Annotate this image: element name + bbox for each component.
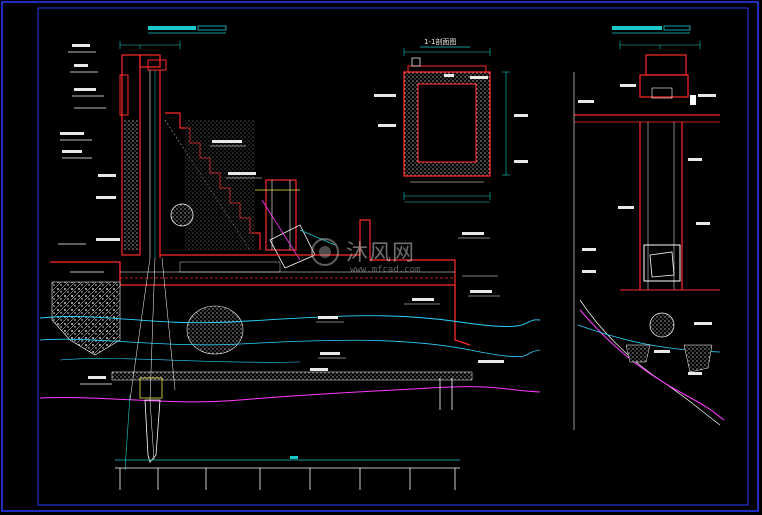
main-slab	[50, 219, 471, 346]
watermark-logo-text: 沐风网	[346, 241, 415, 266]
watermark-logo-icon	[311, 238, 339, 266]
foundation-base	[111, 371, 473, 471]
side-column-structure	[573, 54, 720, 430]
section-1-1-annotations	[374, 76, 528, 163]
gate-structure	[255, 179, 336, 269]
left-annotation-marks	[58, 44, 120, 385]
box-culvert-section	[403, 57, 491, 183]
section-1-1-view: 1-1剖面图	[374, 37, 528, 203]
pipe-section-circle	[170, 203, 194, 227]
retaining-wall	[119, 54, 167, 258]
main-section-title	[148, 25, 227, 34]
section-1-1-title-text: 1-1剖面图	[424, 37, 456, 46]
side-top-dims	[619, 41, 701, 49]
watermark-url: www.mfcad.com	[350, 265, 420, 275]
watermark: 沐风网 www.mfcad.com	[311, 238, 420, 275]
section-1-1-dims	[403, 48, 510, 203]
top-dimension-marks	[119, 41, 181, 49]
ground-line	[39, 386, 541, 403]
section-1-1-title: 1-1剖面图	[420, 37, 470, 48]
leader-lines	[129, 257, 176, 401]
main-section-view	[39, 25, 541, 490]
side-lower-slope	[577, 289, 725, 426]
side-section-title	[612, 25, 691, 34]
side-annotations	[578, 84, 716, 375]
side-riprap-circle	[649, 312, 675, 338]
bottom-axis	[115, 456, 460, 490]
main-right-annotation-marks	[210, 140, 504, 371]
side-section-view	[573, 25, 725, 430]
left-rock-fill	[51, 281, 121, 356]
riprap-boulder	[186, 305, 244, 355]
stair-profile	[164, 112, 261, 251]
